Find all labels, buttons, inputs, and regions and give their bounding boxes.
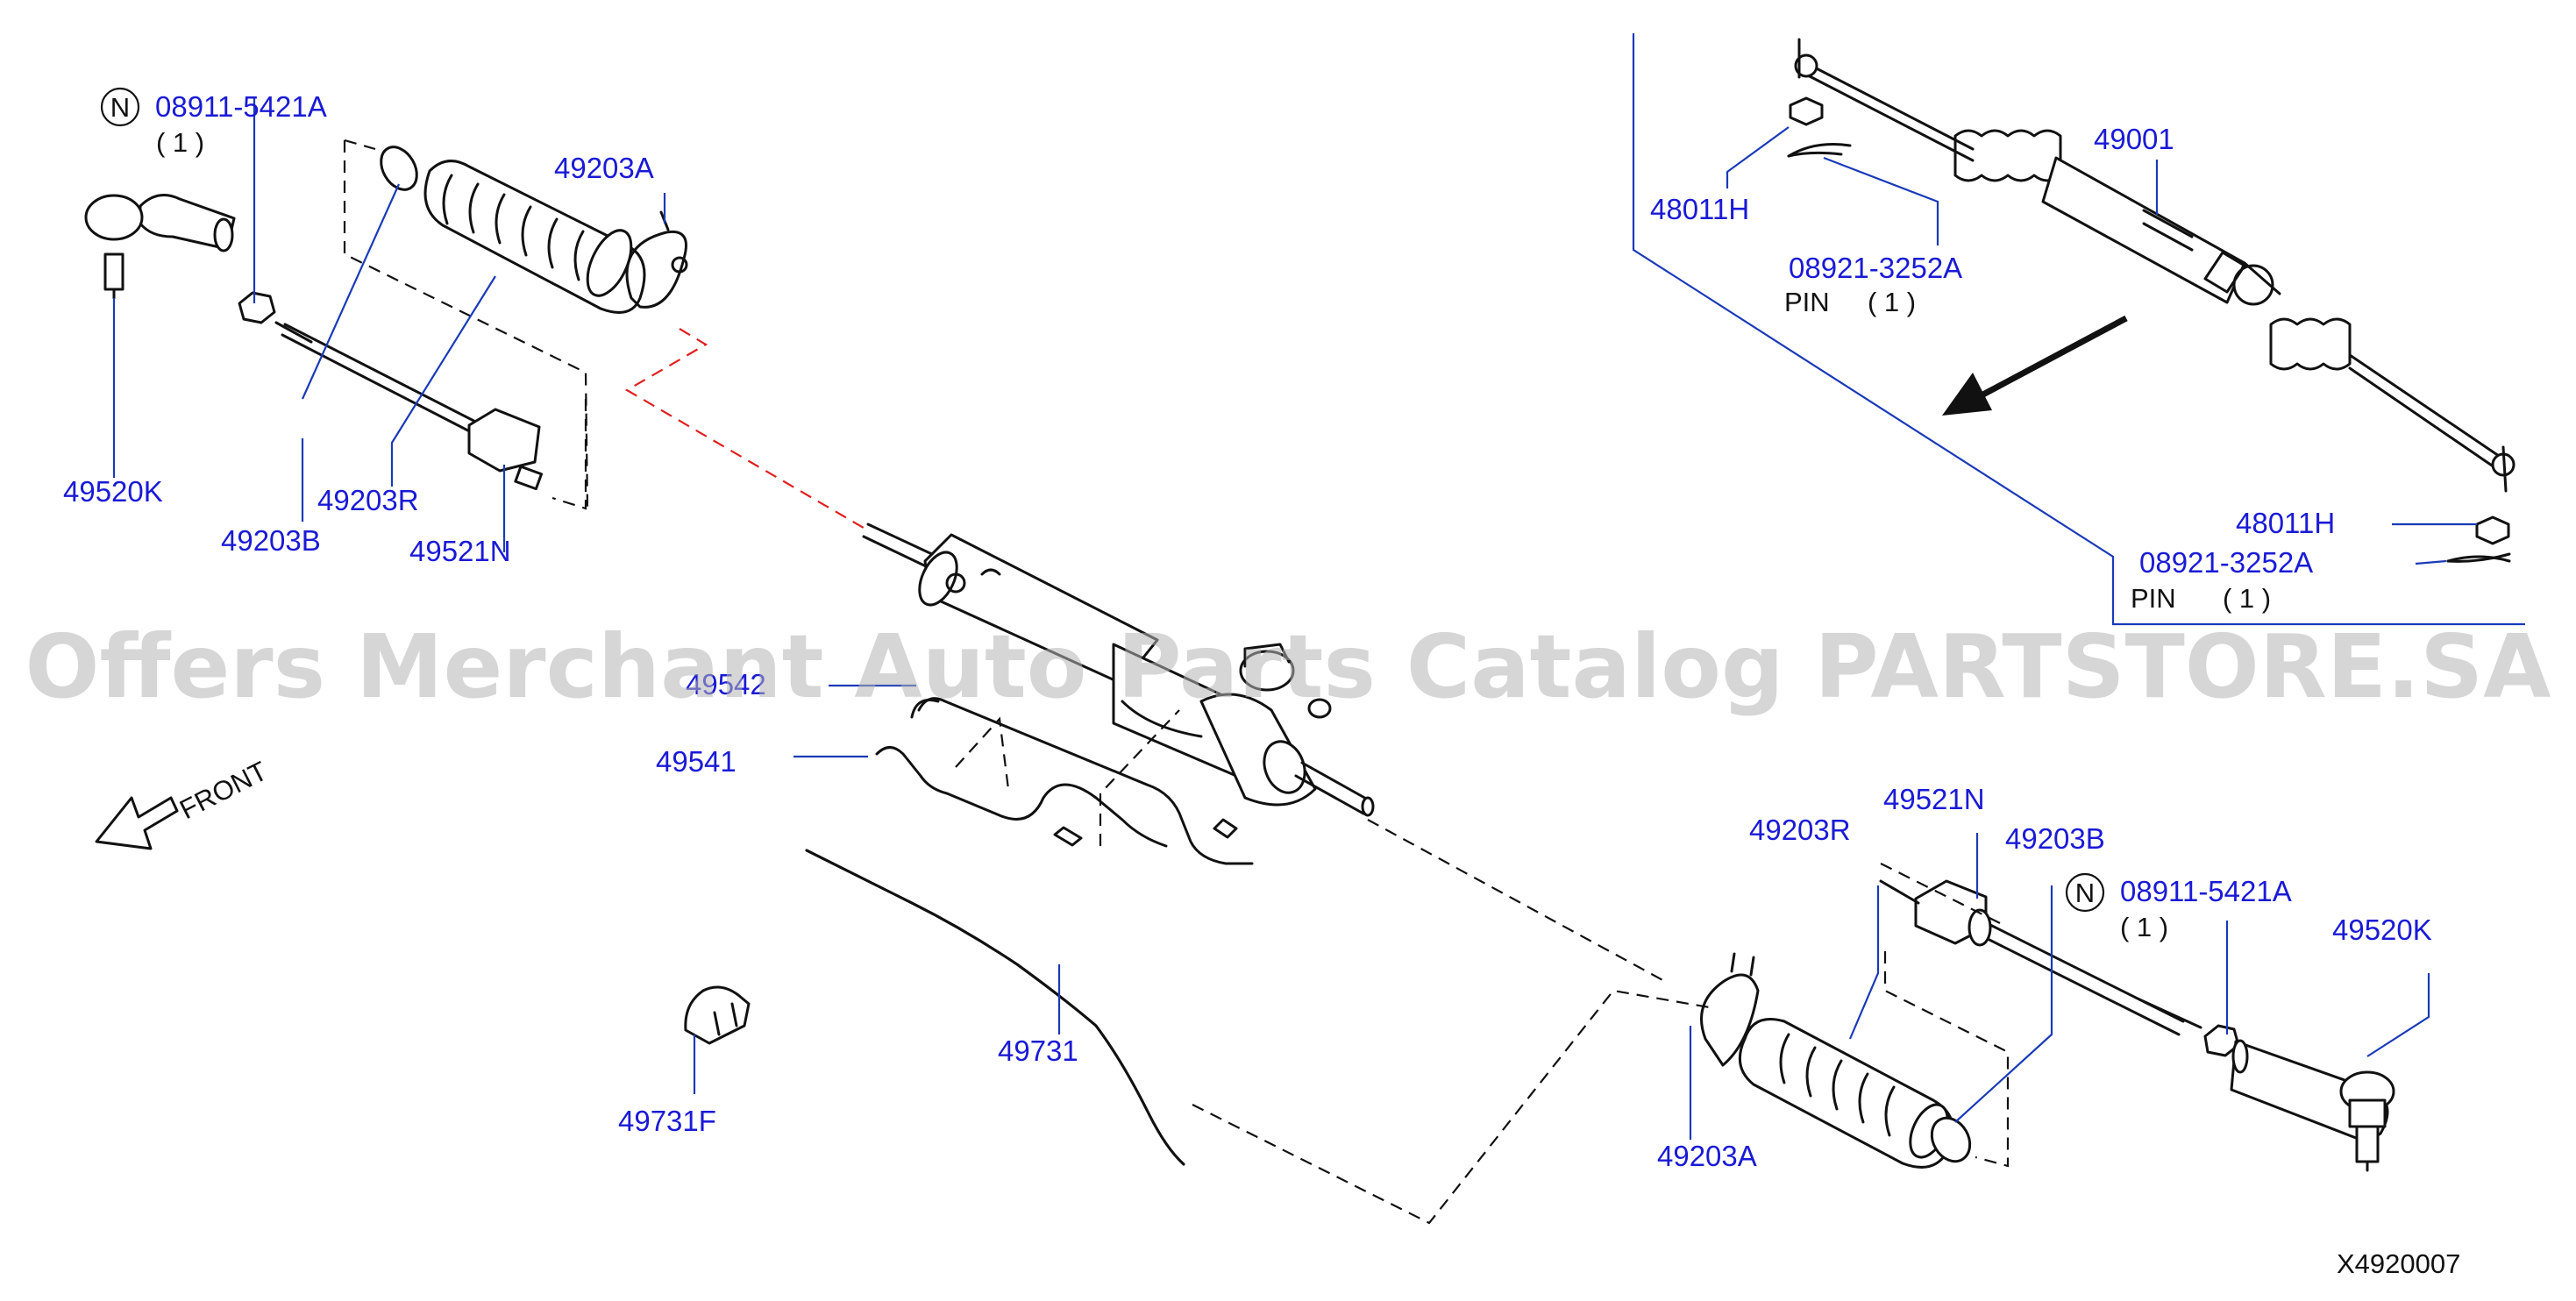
- left-tie-rod-group: [84, 97, 688, 552]
- n-symbol-right: N: [2065, 872, 2105, 913]
- n-symbol-left: N: [100, 87, 140, 127]
- inset-pin-lower-qty: ( 1 ): [2223, 583, 2271, 614]
- hose-illustration: [805, 849, 1185, 1166]
- left-boot-illustration: [423, 160, 646, 314]
- left-inner-rod-illustration: [274, 321, 544, 491]
- inset-pin-lower-illustration: [2446, 552, 2511, 563]
- right-inner-socket-illustration: [1879, 879, 2202, 1036]
- left-boot-label: 49203R: [317, 484, 419, 516]
- front-label: FRONT: [174, 756, 272, 826]
- inset-pin-upper-label: 08921-3252A: [1789, 252, 1962, 284]
- clip-illustration: [684, 985, 751, 1045]
- right-nut-part-label: 08911-5421A: [2120, 875, 2292, 907]
- n-symbol-right-text: N: [2075, 878, 2095, 908]
- left-inner-socket-label: 49521N: [409, 535, 511, 567]
- inset-steering-gear-illustration: [1794, 38, 2516, 493]
- left-nut-part-label: 08911-5421A: [155, 90, 327, 123]
- inset-pin-upper-qty: ( 1 ): [1868, 287, 1916, 317]
- right-inner-socket-label: 49521N: [1883, 783, 1985, 815]
- tube-assy-2-label: 49541: [656, 745, 737, 778]
- right-band-label: 49203B: [2005, 822, 2105, 855]
- inset-gear-assy-label: 49001: [2094, 123, 2174, 155]
- direction-arrow-icon: [1942, 315, 2128, 416]
- inset-nut-upper-label: 48011H: [1650, 193, 1749, 225]
- left-band-label: 49203B: [221, 524, 321, 557]
- left-nut-illustration: [238, 291, 276, 324]
- right-boot-clamp-illustration: [1700, 952, 1760, 1067]
- diagram-code: X4920007: [2337, 1248, 2460, 1279]
- left-boot-clamp-label: 49203A: [554, 152, 654, 184]
- tube-assembly-illustration: [875, 697, 1254, 865]
- right-nut-qty-label: ( 1 ): [2120, 912, 2168, 942]
- right-boot-label: 49203R: [1749, 814, 1851, 846]
- front-arrow-icon: [95, 796, 179, 850]
- inset-pin-lower-text: PIN: [2131, 583, 2176, 614]
- inset-pin-lower-label: 08921-3252A: [2139, 546, 2313, 579]
- inset-nut-lower-illustration: [2475, 515, 2510, 545]
- hose-label: 49731: [998, 1034, 1078, 1067]
- inset-nut-lower-label: 48011H: [2236, 507, 2335, 539]
- left-band-illustration: [380, 146, 418, 191]
- inset-pin-upper-text: PIN: [1784, 287, 1830, 317]
- left-nut-qty-label: ( 1 ): [156, 127, 204, 158]
- watermark-text: Offers Merchant Auto Parts Catalog PARTS…: [25, 615, 2551, 718]
- left-tie-rod-end-label: 49520K: [63, 475, 163, 508]
- right-band-illustration: [1930, 1116, 1972, 1163]
- inset-panel: [1632, 33, 2525, 626]
- right-boot-illustration: [1738, 1018, 1954, 1169]
- clip-label: 49731F: [618, 1105, 716, 1137]
- tube-assy-label: 49542: [686, 668, 766, 700]
- right-tie-rod-end-illustration: [2230, 1039, 2395, 1172]
- left-tie-rod-end-illustration: [84, 194, 236, 300]
- inset-pin-upper-illustration: [1787, 143, 1852, 158]
- n-symbol-left-text: N: [110, 92, 130, 123]
- inset-nut-upper-illustration: [1789, 96, 1824, 126]
- right-tie-rod-group: [1689, 833, 2430, 1172]
- right-boot-clamp-label: 49203A: [1657, 1140, 1757, 1172]
- right-tie-rod-end-label: 49520K: [2332, 914, 2432, 946]
